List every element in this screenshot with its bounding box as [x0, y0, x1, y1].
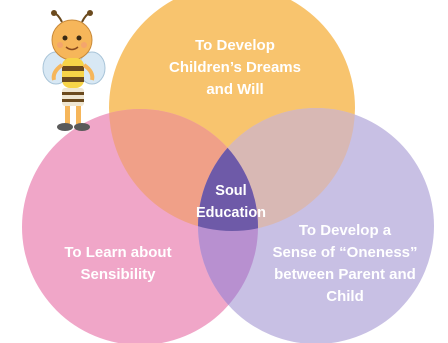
top-circle-label: To Develop Children’s Dreams and Will — [169, 37, 301, 98]
center-label: Soul Education — [195, 183, 267, 221]
left-circle-label: To Learn about Sensibility — [64, 244, 172, 283]
bee-character-icon — [42, 10, 106, 131]
right-circle-label: To Develop a Sense of “Oneness” between … — [272, 222, 418, 305]
